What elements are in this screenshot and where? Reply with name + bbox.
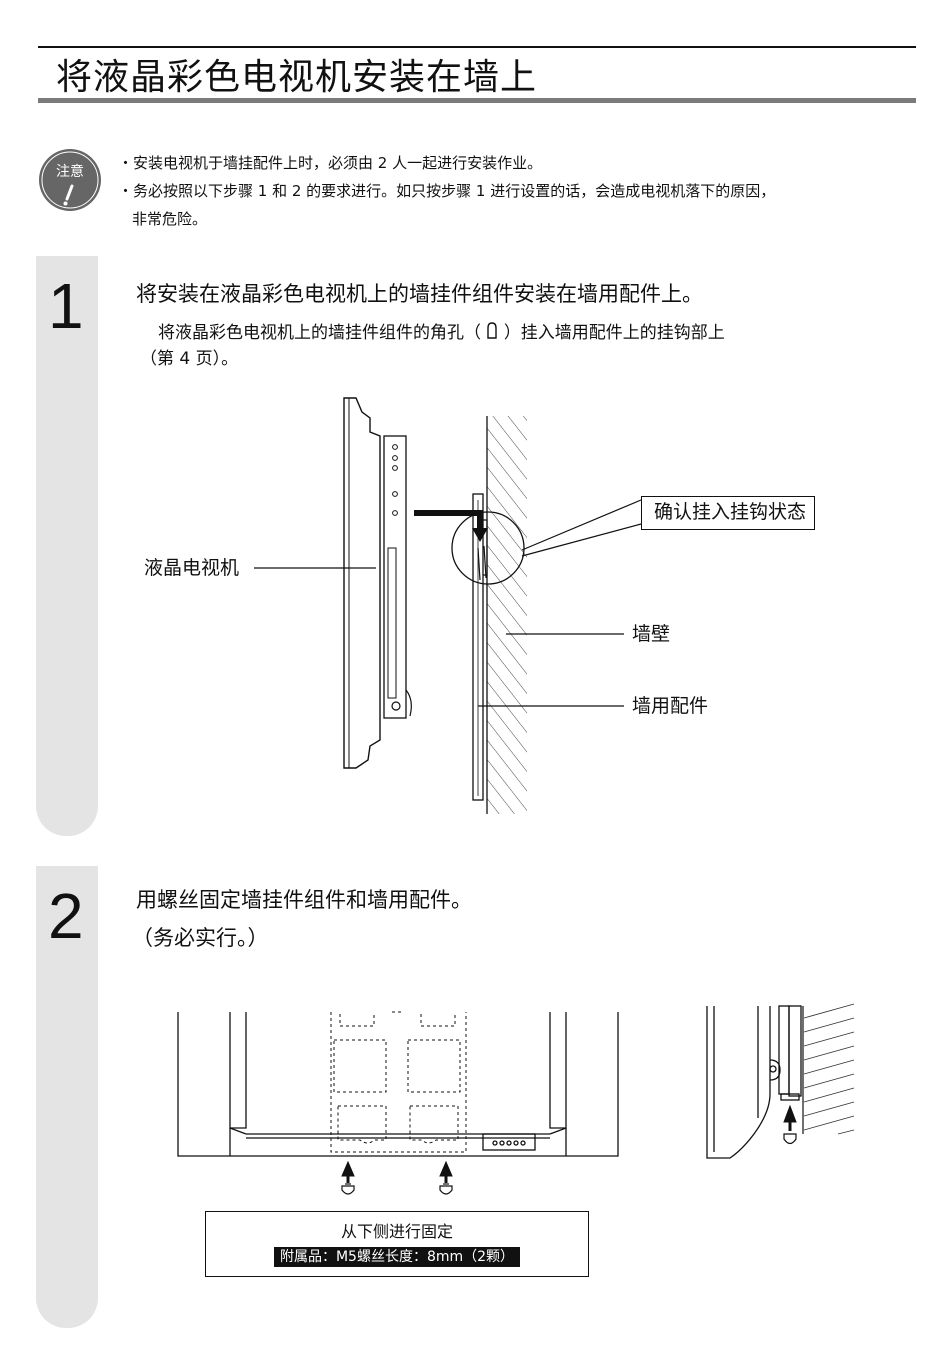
detail-circle (452, 512, 524, 584)
dashed-mount-unit (331, 1012, 466, 1152)
caption-box: 从下侧进行固定 附属品：M5螺丝长度：8mm（2颗） (205, 1211, 589, 1277)
step1-detail-line2: （第 4 页）。 (140, 347, 238, 371)
hole-shape-icon (486, 322, 498, 340)
side-wall-hatching (804, 1004, 854, 1134)
wall-hatching (487, 416, 527, 814)
tv-body (344, 398, 380, 768)
top-rule (38, 46, 916, 48)
wall-bracket (473, 494, 483, 800)
caution-note-2: ・务必按照以下步骤 1 和 2 的要求进行。如只按步骤 1 进行设置的话，会造成… (118, 180, 775, 202)
label-wall: 墙壁 (632, 622, 670, 646)
step2-heading-note: （务必实行。） (132, 924, 269, 952)
side-screw-arrow (784, 1106, 796, 1144)
step1-detail-after: ）挂入墙用配件上的挂钩部上 (504, 323, 725, 343)
side-view (707, 1006, 801, 1158)
label-tv: 液晶电视机 (144, 556, 239, 580)
hook-arrow-icon (414, 513, 480, 530)
step1-detail-before: 将液晶彩色电视机上的墙挂件组件的角孔（ (158, 323, 481, 343)
page-title: 将液晶彩色电视机安装在墙上 (56, 56, 537, 100)
accessory-badge: 附属品：M5螺丝长度：8mm（2颗） (274, 1247, 520, 1267)
step1-band (36, 256, 98, 836)
title-underline (38, 98, 916, 103)
label-bracket: 墙用配件 (632, 694, 708, 718)
caution-icon: 注意 (38, 144, 102, 214)
caution-note-3: 非常危险。 (132, 208, 207, 230)
caption-text: 从下侧进行固定 (206, 1222, 588, 1242)
caution-icon-label: 注意 (56, 163, 84, 180)
caution-note-1: ・安装电视机于墙挂配件上时，必须由 2 人一起进行安装作业。 (118, 152, 542, 174)
tv-bottom-view (178, 1012, 618, 1156)
step2-number: 2 (48, 884, 84, 948)
label-confirm: 确认挂入挂钩状态 (641, 496, 815, 530)
step2-heading: 用螺丝固定墙挂件组件和墙用配件。 (136, 886, 472, 914)
step1-detail-line1: 将液晶彩色电视机上的墙挂件组件的角孔（ ）挂入墙用配件上的挂钩部上 (158, 321, 725, 345)
step1-number: 1 (48, 274, 84, 338)
step1-heading: 将安装在液晶彩色电视机上的墙挂件组件安装在墙用配件上。 (136, 280, 703, 308)
screw-up-arrow-icon (342, 1162, 452, 1194)
tv-mount-unit (384, 436, 406, 718)
